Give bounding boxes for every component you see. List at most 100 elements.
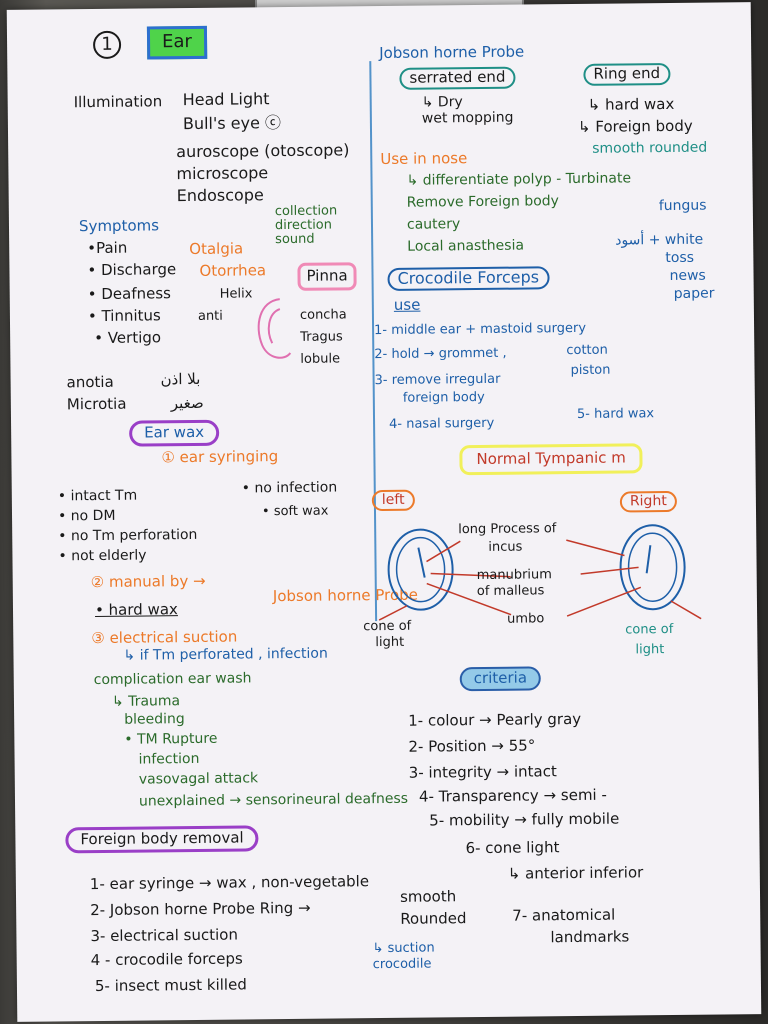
pinna-sketch-icon (257, 298, 292, 359)
illumination-item: Endoscope (176, 185, 264, 206)
crocodile-use: 3- remove irregular (374, 371, 501, 389)
ring-end-label: Ring end (583, 62, 671, 86)
ring-use: ↳ Foreign body (577, 116, 693, 136)
condition-label: Microtia (66, 394, 127, 414)
crocodile-note: piston (570, 362, 611, 379)
use-in-nose-heading: Use in nose (380, 149, 468, 169)
cone-of-light-left: light (375, 634, 405, 651)
symptoms-heading: Symptoms (78, 216, 160, 236)
serrated-use: ↳ Dry (421, 94, 463, 111)
notes-sheet: 1 Ear Illumination Head Light Bull's eye… (6, 2, 762, 1022)
criteria-item: 4- Transparency → semi - (418, 785, 607, 806)
ear-part-label: concha (299, 307, 347, 323)
ear-syringing-label: ① ear syringing (161, 447, 279, 467)
complication-item: vasovagal attack (138, 770, 259, 788)
nose-use: Remove Foreign body (406, 193, 560, 211)
foreign-body-note: smooth (399, 887, 457, 906)
symptom-term: Otorrhea (199, 261, 267, 280)
foreign-body-note: ↳ suction (372, 940, 435, 957)
foreign-body-item: 2- Jobson horne Probe Ring → (90, 898, 311, 920)
complication-item: unexplained → sensorineural deafness (138, 790, 409, 810)
foreign-body-item: 5- insect must killed (94, 975, 247, 996)
criteria-heading: criteria (459, 666, 542, 691)
symptom-item: • Vertigo (94, 328, 162, 348)
complication-item: ↳ Trauma (111, 693, 181, 710)
tm-part-label: incus (488, 539, 523, 555)
syringing-condition: • no Tm perforation (58, 526, 198, 545)
serrated-use: wet mopping (421, 109, 514, 127)
complication-item: • TM Rupture (124, 730, 218, 748)
criteria-item: landmarks (550, 927, 630, 947)
syringing-condition: • not elderly (58, 547, 147, 565)
ring-use: smooth rounded (592, 139, 708, 157)
serrated-end-label: serrated end (399, 66, 516, 90)
ear-part-label: Helix (219, 286, 253, 302)
tm-part-label: of malleus (476, 583, 545, 600)
tm-part-label: long Process of (458, 521, 557, 538)
criteria-item: 3- integrity → intact (408, 762, 557, 782)
criteria-item: 7- anatomical (512, 905, 616, 925)
complication-item: bleeding (124, 711, 185, 728)
syringing-condition: • no infection (241, 479, 338, 497)
cone-of-light-right: cone of (625, 621, 674, 638)
foreign-body-item: 1- ear syringe → wax , non-vegetable (89, 872, 370, 894)
illumination-item: microscope (176, 163, 269, 184)
jobson-horne-heading: Jobson horne Probe (379, 42, 525, 63)
crocodile-note: cotton (566, 342, 608, 359)
nose-note: paper (673, 285, 715, 302)
criteria-item: 5- mobility → fully mobile (429, 809, 620, 830)
criteria-item: 1- colour → Pearly gray (408, 709, 582, 730)
syringing-condition: • soft wax (261, 503, 329, 520)
symptom-item: • Tinnitus (87, 306, 161, 326)
right-tm-label: Right (619, 490, 677, 513)
illumination-item: Bull's eye ⓒ (182, 113, 282, 134)
illumination-item: auroscope (otoscope) (176, 140, 350, 162)
ear-part-label: lobule (300, 351, 341, 367)
page-title: Ear (146, 25, 208, 60)
foreign-body-heading: Foreign body removal (65, 825, 259, 854)
condition-arabic: بلا اذن (160, 369, 201, 389)
complication-heading: complication ear wash (93, 670, 252, 689)
symptom-term: Otalgia (189, 239, 244, 259)
tympanic-membrane-diagram (378, 524, 702, 621)
nose-note: news (669, 267, 706, 284)
pinna-note: direction (274, 217, 333, 234)
nose-note: أسود + white (615, 231, 704, 249)
crocodile-use: 4- nasal surgery (389, 415, 495, 432)
criteria-item: 6- cone light (465, 838, 560, 858)
tm-part-label: manubrium (476, 567, 552, 584)
condition-arabic: صغير (170, 393, 204, 413)
symptom-item: • Deafness (87, 284, 172, 304)
tm-part-label: umbo (507, 611, 545, 627)
normal-tm-heading: Normal Tympanic m (459, 443, 643, 475)
syringing-condition: • intact Tm (57, 487, 138, 505)
foreign-body-note: crocodile (372, 956, 432, 973)
crocodile-forceps-heading: Crocodile Forceps (387, 266, 550, 291)
syringing-condition: • no DM (57, 507, 116, 525)
crocodile-use: 1- middle ear + mastoid surgery (374, 320, 587, 339)
hard-wax-label: • hard wax (94, 600, 178, 620)
ear-part-label: anti (197, 308, 223, 324)
complication-item: infection (138, 750, 200, 768)
foreign-body-item: 3- electrical suction (90, 925, 239, 946)
crocodile-use: foreign body (402, 389, 485, 406)
crocodile-use: 5- hard wax (576, 406, 655, 422)
symptom-item: • Discharge (87, 260, 177, 280)
symptom-item: •Pain (87, 238, 128, 258)
wax-method-2: ② manual by → (90, 571, 206, 592)
crocodile-use-label: use (393, 295, 421, 314)
criteria-subitem: ↳ anterior inferior (507, 863, 644, 883)
ear-part-label: Tragus (300, 329, 343, 345)
nose-use: Local anasthesia (407, 237, 525, 255)
crocodile-use: 2- hold → grommet , (374, 345, 507, 363)
pinna-box: Pinna (297, 262, 357, 291)
illumination-item: Head Light (182, 89, 270, 110)
nose-note: toss (665, 249, 695, 267)
ear-wax-heading: Ear wax (129, 419, 220, 447)
foreign-body-item: 4 - crocodile forceps (90, 949, 243, 970)
left-tm-label: left (371, 489, 415, 511)
ring-use: ↳ hard wax (587, 94, 675, 114)
cone-of-light-right: light (635, 642, 665, 658)
wax-method-3: ③ electrical suction (91, 627, 238, 648)
condition-label: anotia (66, 372, 114, 392)
